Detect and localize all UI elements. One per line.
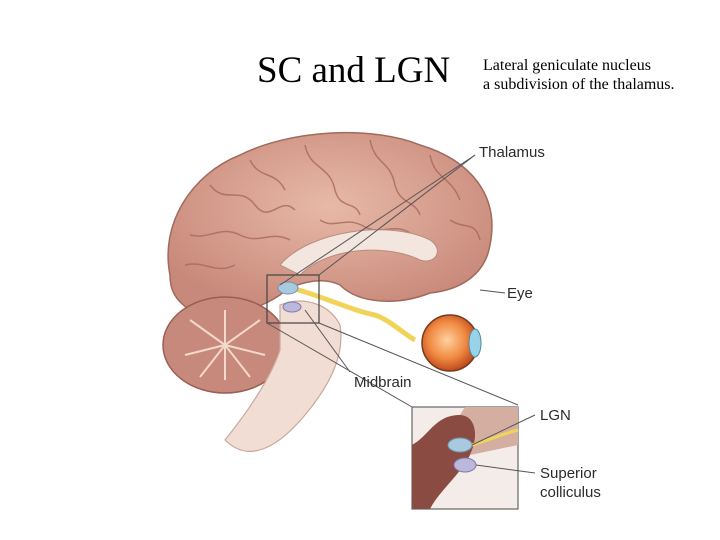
label-lgn: LGN [540,407,571,424]
subtitle-line-1: Lateral geniculate nucleus [483,56,675,75]
brain-diagram: Thalamus Eye Midbrain LGN Superior colli… [130,115,610,515]
inset-sc [454,458,476,472]
eye-lens [469,329,481,357]
label-colliculus: colliculus [540,484,601,501]
sc-nucleus [283,302,301,312]
label-eye: Eye [507,285,533,302]
slide-subtitle: Lateral geniculate nucleus a subdivision… [483,56,675,94]
inset-lgn [448,438,472,452]
label-thalamus: Thalamus [479,144,545,161]
subtitle-line-2: a subdivision of the thalamus. [483,75,675,94]
slide-title: SC and LGN [257,52,450,89]
label-midbrain: Midbrain [354,374,412,391]
label-superior: Superior [540,465,597,482]
